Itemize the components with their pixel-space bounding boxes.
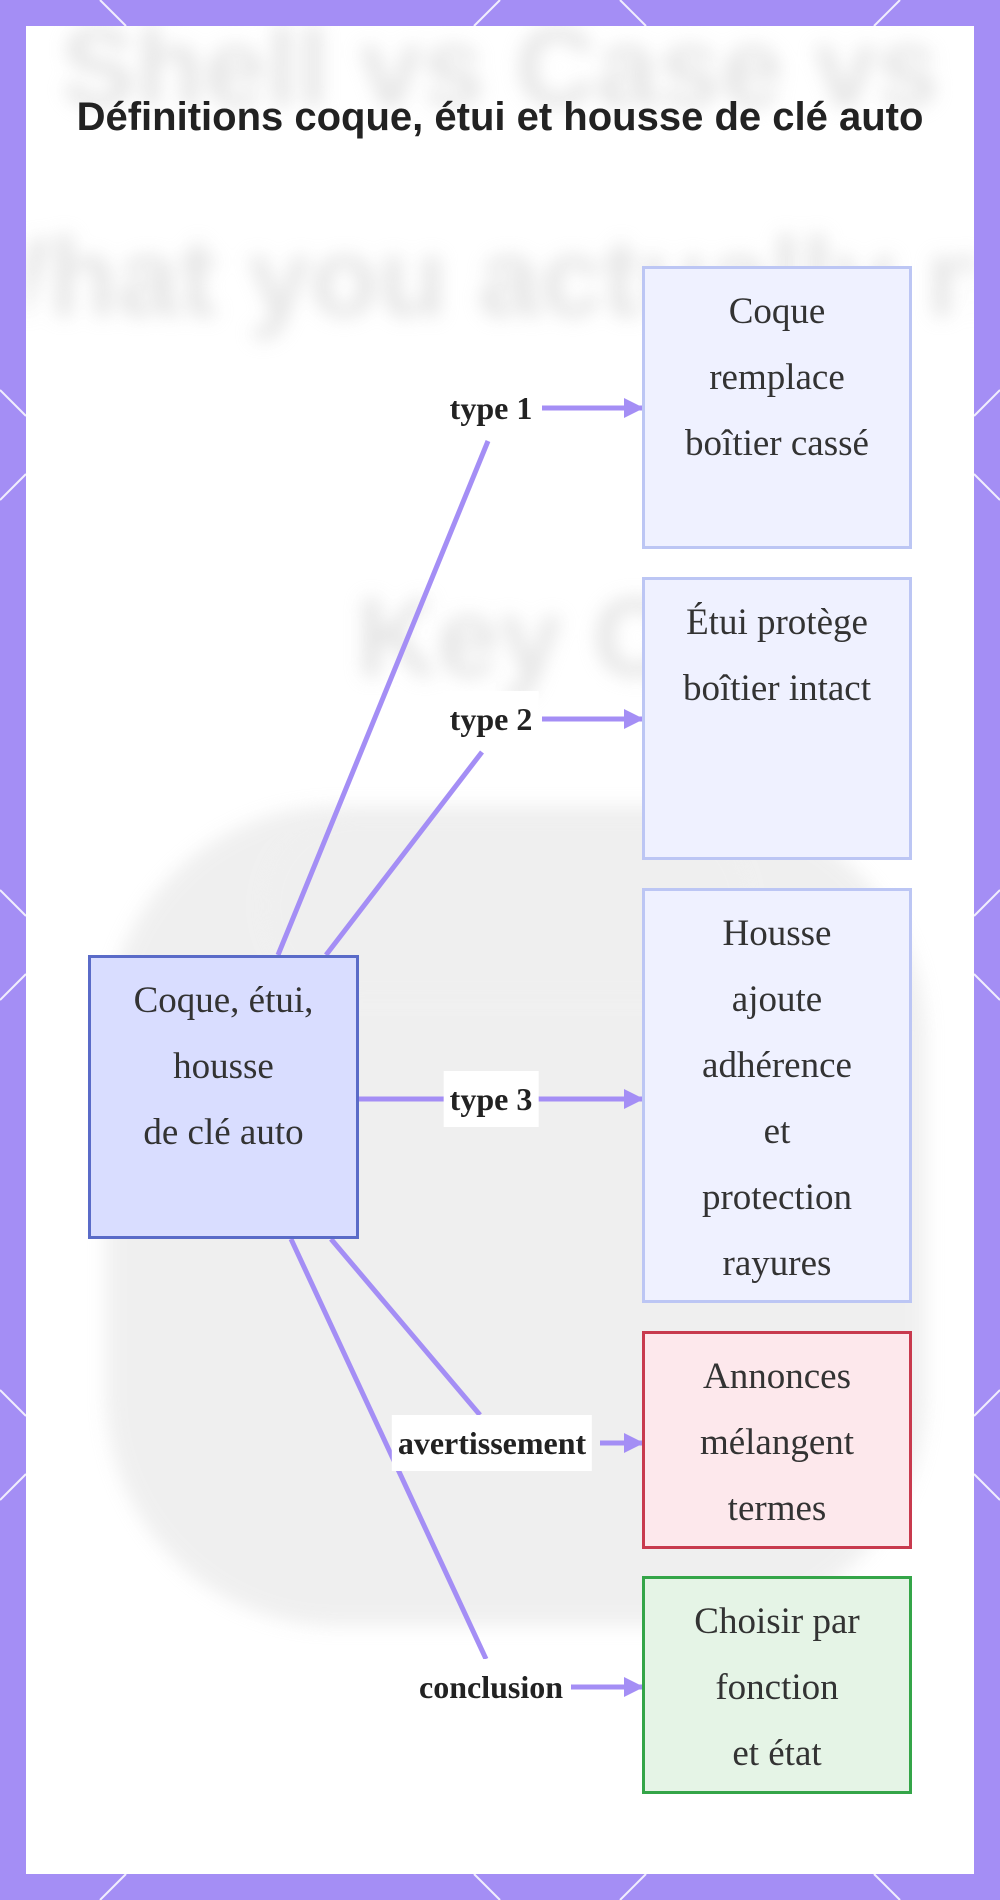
- node-line: Choisir par: [694, 1589, 859, 1655]
- root-node: Coque, étui, housse de clé auto: [88, 955, 359, 1239]
- node-line: Étui protège: [683, 590, 871, 656]
- node-conclusion: Choisir par fonction et état: [642, 1576, 912, 1794]
- node-line: Housse: [702, 901, 852, 967]
- node-line: boîtier intact: [683, 656, 871, 722]
- root-node-line: Coque, étui,: [134, 968, 314, 1034]
- node-line: ajoute: [702, 967, 852, 1033]
- diagram-card: Shell vs Case vs What you actually ne Ke…: [26, 26, 974, 1874]
- node-line: termes: [700, 1476, 854, 1542]
- node-warning: Annonces mélangent termes: [642, 1331, 912, 1549]
- edge-warning: [331, 1239, 480, 1415]
- node-line: boîtier cassé: [685, 411, 869, 477]
- edge-label-type-2: type 2: [444, 691, 539, 747]
- node-line: adhérence: [702, 1033, 852, 1099]
- node-line: rayures: [702, 1231, 852, 1297]
- node-type-3: Housse ajoute adhérence et protection ra…: [642, 888, 912, 1303]
- root-node-line: de clé auto: [134, 1100, 314, 1166]
- node-line: remplace: [685, 345, 869, 411]
- node-line: mélangent: [700, 1410, 854, 1476]
- edge-label-type-3: type 3: [444, 1071, 539, 1127]
- node-line: Annonces: [700, 1344, 854, 1410]
- node-line: et: [702, 1099, 852, 1165]
- edge-label-conclusion: conclusion: [413, 1659, 569, 1715]
- node-line: Coque: [685, 279, 869, 345]
- node-line: protection: [702, 1165, 852, 1231]
- root-node-line: housse: [134, 1034, 314, 1100]
- edge-label-type-1: type 1: [444, 380, 539, 436]
- edge-label-warning: avertissement: [392, 1415, 592, 1471]
- node-type-2: Étui protège boîtier intact: [642, 577, 912, 860]
- node-type-1: Coque remplace boîtier cassé: [642, 266, 912, 549]
- node-line: fonction: [694, 1655, 859, 1721]
- node-line: et état: [694, 1721, 859, 1787]
